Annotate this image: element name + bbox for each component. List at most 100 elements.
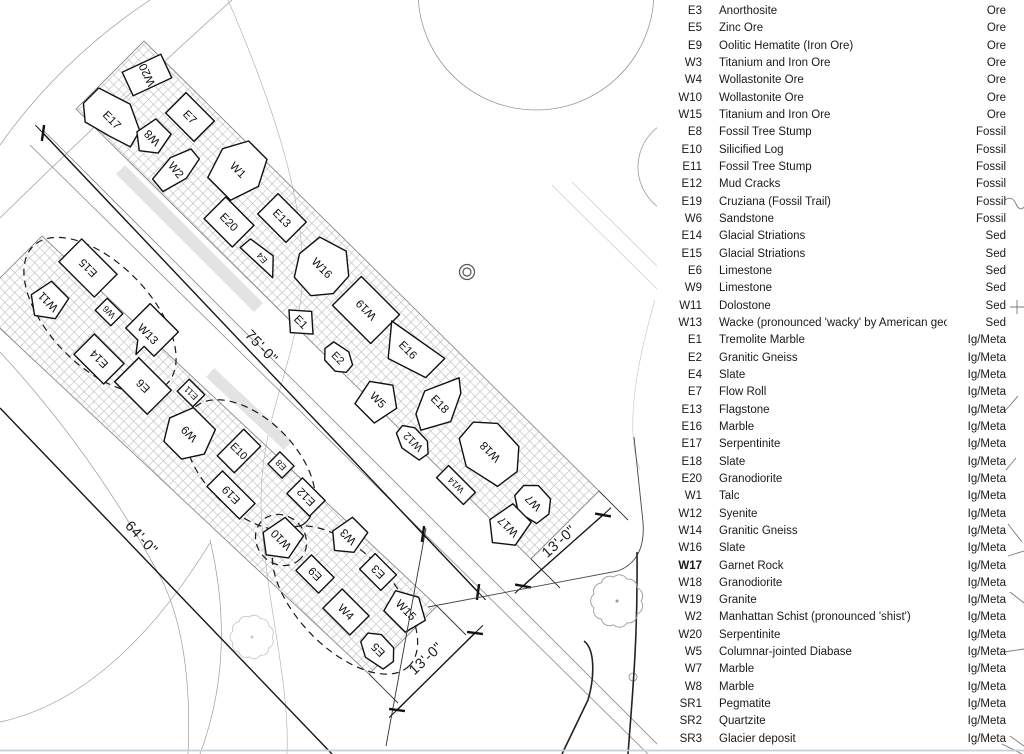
rock-w20: W20 bbox=[121, 53, 173, 97]
specimen-category: Fossil bbox=[975, 178, 1006, 191]
specimen-category: Ig/Meta bbox=[967, 698, 1006, 711]
rock-e19: E19 bbox=[206, 470, 256, 520]
specimen-category: Ig/Meta bbox=[967, 490, 1006, 503]
specimen-category: Ig/Meta bbox=[967, 646, 1006, 659]
specimen-id: SR1 bbox=[679, 698, 702, 711]
specimen-name: Silicified Log bbox=[719, 143, 784, 156]
specimen-name: Flow Roll bbox=[719, 386, 767, 399]
specimen-id: W5 bbox=[684, 646, 702, 659]
specimen-category: Ig/Meta bbox=[967, 438, 1006, 451]
legend-row: SR1 Pegmatite Ig/Meta bbox=[660, 696, 1006, 713]
specimen-category: Ig/Meta bbox=[967, 680, 1006, 693]
specimen-category: Ig/Meta bbox=[967, 507, 1006, 520]
extension-line bbox=[436, 605, 467, 636]
curb-path bbox=[427, 436, 644, 608]
specimen-id: W13 bbox=[678, 316, 702, 329]
specimen-id: E9 bbox=[687, 39, 702, 52]
specimen-name: Talc bbox=[719, 490, 740, 503]
specimen-id: E10 bbox=[681, 143, 702, 156]
specimen-name: Pegmatite bbox=[719, 698, 771, 711]
specimen-name: Granodiorite bbox=[719, 576, 783, 589]
specimen-id: E14 bbox=[681, 230, 702, 243]
specimen-id: W7 bbox=[684, 663, 702, 676]
specimen-category: Sed bbox=[985, 316, 1006, 329]
specimen-name: Fossil Tree Stump bbox=[719, 160, 812, 173]
tree-symbol bbox=[229, 614, 274, 660]
specimen-id: W3 bbox=[684, 56, 702, 69]
specimen-name: Titanium and Iron Ore bbox=[719, 108, 831, 121]
specimen-id: SR3 bbox=[679, 732, 702, 745]
specimen-id: W11 bbox=[679, 299, 702, 312]
specimen-category: Ig/Meta bbox=[967, 576, 1006, 589]
rock-e4: E4 bbox=[239, 238, 274, 279]
specimen-id: E2 bbox=[687, 351, 702, 364]
dimension-tick-line bbox=[414, 525, 432, 543]
specimen-name: Sandstone bbox=[719, 212, 774, 225]
specimen-category: Fossil bbox=[975, 160, 1006, 173]
rock-e14: E14 bbox=[73, 333, 125, 385]
specimen-category: Ig/Meta bbox=[967, 386, 1006, 399]
dashed-planting-outline bbox=[254, 513, 308, 567]
specimen-category: Ig/Meta bbox=[967, 472, 1006, 485]
dimension-tick-line bbox=[466, 624, 484, 642]
rock-w15: W15 bbox=[383, 589, 427, 633]
specimen-category: Ig/Meta bbox=[967, 663, 1006, 676]
tree-center-dot bbox=[615, 599, 619, 603]
specimen-id: E7 bbox=[687, 386, 702, 399]
specimen-category: Ore bbox=[986, 91, 1006, 104]
dimension-tick-line bbox=[594, 507, 612, 523]
rock-e11: E11 bbox=[176, 378, 206, 408]
specimen-category: Ig/Meta bbox=[967, 420, 1006, 433]
rock-e9: E9 bbox=[295, 554, 335, 594]
rock-e16: E16 bbox=[387, 320, 446, 379]
specimen-category: Sed bbox=[985, 299, 1006, 312]
specimen-id: W6 bbox=[684, 212, 702, 225]
rock-w4: W4 bbox=[322, 588, 370, 636]
specimen-category: Ig/Meta bbox=[967, 732, 1006, 745]
specimen-category: Fossil bbox=[975, 143, 1006, 156]
specimen-category: Fossil bbox=[975, 195, 1006, 208]
legend-row: E7 Flow Roll Ig/Meta bbox=[660, 384, 1006, 401]
curb-path bbox=[561, 640, 594, 754]
specimen-id: W2 bbox=[684, 611, 702, 624]
contour-arc bbox=[199, 539, 222, 754]
specimen-name: Wollastonite Ore bbox=[719, 74, 804, 87]
rock-e8: E8 bbox=[267, 451, 295, 479]
plan-circle bbox=[417, 0, 655, 111]
specimen-name: Glacial Striations bbox=[719, 247, 806, 260]
specimen-name: Granodiorite bbox=[719, 472, 783, 485]
tree-symbol bbox=[590, 574, 644, 628]
specimen-name: Quartzite bbox=[719, 715, 766, 728]
specimen-id: SR2 bbox=[679, 715, 702, 728]
specimen-id: W9 bbox=[684, 282, 702, 295]
plan-circle bbox=[458, 263, 476, 281]
specimen-id: W4 bbox=[684, 74, 702, 87]
curb-path bbox=[627, 551, 638, 754]
rock-w3: W3 bbox=[332, 516, 369, 553]
legend-row: E10 Silicified Log Fossil bbox=[660, 142, 1006, 159]
drawing-edge-mark bbox=[1007, 550, 1024, 557]
tree-center-dot bbox=[250, 635, 254, 639]
specimen-id: E17 bbox=[681, 438, 702, 451]
drawing-edge-mark bbox=[1010, 300, 1024, 314]
specimen-name: Granitic Gneiss bbox=[719, 351, 798, 364]
specimen-category: Ig/Meta bbox=[967, 628, 1006, 641]
specimen-name: Fossil Tree Stump bbox=[719, 126, 812, 139]
